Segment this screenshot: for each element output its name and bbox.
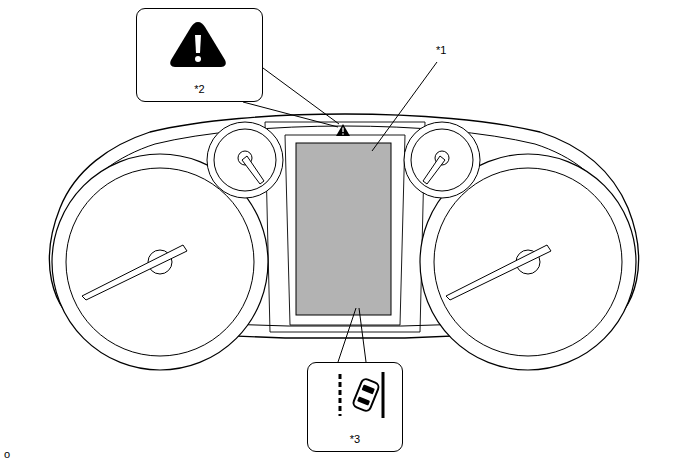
center-panel (265, 122, 425, 332)
figure-code: o (4, 448, 10, 461)
speedometer-needle (82, 245, 187, 300)
temp-gauge-needle (423, 156, 445, 184)
temp-gauge-ring (404, 122, 480, 198)
leader-line (372, 62, 437, 151)
indicator-dot (342, 133, 344, 135)
fuel-gauge-face (214, 129, 276, 191)
lane-departure-symbol (340, 372, 383, 418)
center-panel-inner (285, 135, 405, 325)
fuel-gauge-needle (242, 156, 264, 184)
tachometer-needle (446, 245, 551, 300)
indicator-mark (342, 128, 343, 133)
tachometer-face (434, 168, 622, 356)
leader-line (338, 308, 366, 362)
master-warning-indicator (336, 124, 350, 136)
fuel-gauge-ring (207, 122, 283, 198)
callout-box: *2 (136, 8, 263, 102)
leader-line (243, 68, 339, 127)
callout-number: *3 (308, 433, 402, 446)
warning-exclamation (195, 35, 201, 53)
callout-box: *3 (307, 362, 403, 452)
temp-gauge-face (411, 129, 473, 191)
multi-information-display (296, 143, 391, 315)
warning-dot (195, 56, 201, 62)
speedometer-face (66, 168, 254, 356)
callout-number: *1 (436, 44, 446, 57)
warning-symbol (170, 22, 226, 67)
callout-number: *2 (137, 83, 262, 96)
